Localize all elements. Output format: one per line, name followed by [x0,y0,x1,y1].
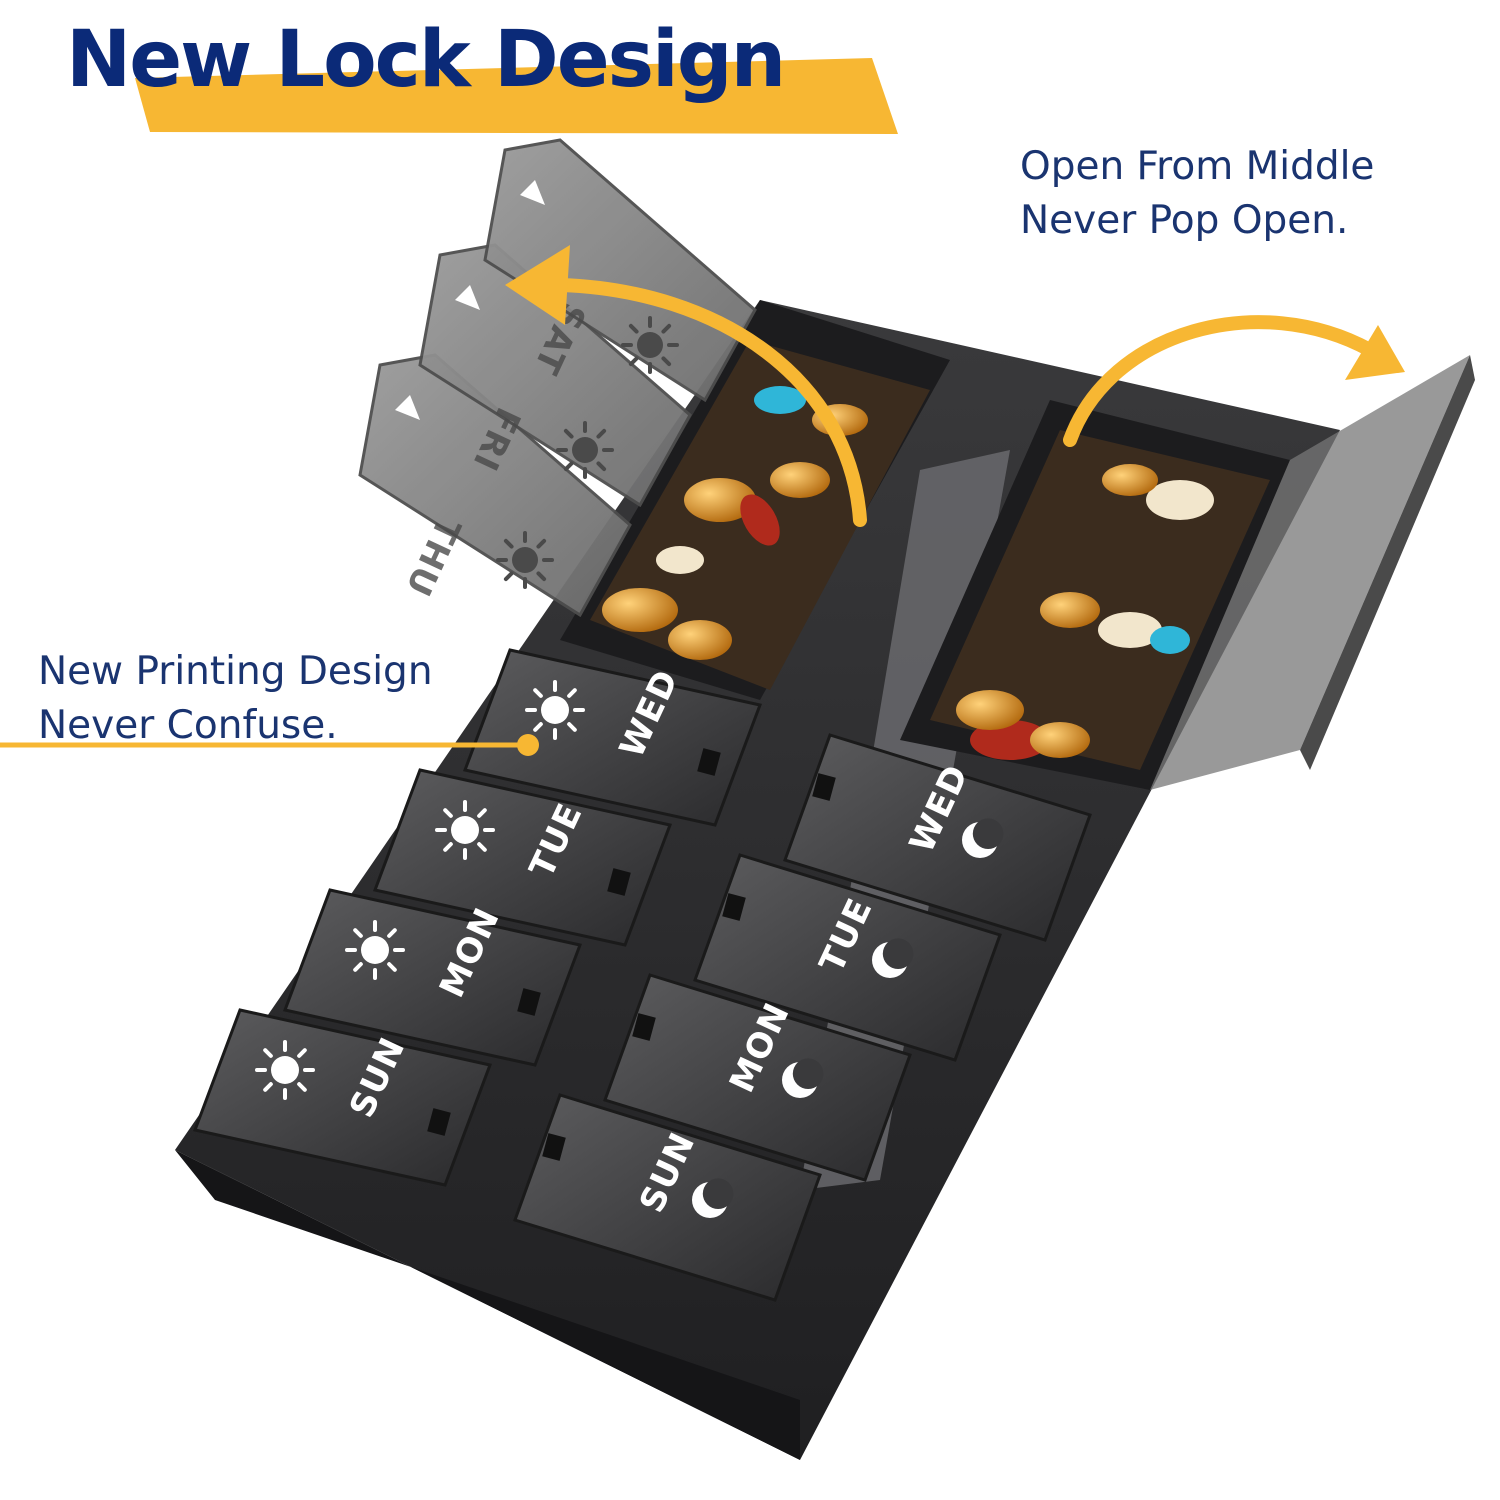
moon-icon [692,1178,734,1218]
lid-right-sun[interactable]: SUN [513,1093,822,1302]
lid-label: THU [397,511,468,602]
sun-icon [621,316,679,374]
lid-left-tue[interactable]: TUE [372,768,673,947]
headline-area: New Lock Design [0,0,1500,160]
moon-icon [872,938,914,978]
right-open-compartments [900,400,1290,790]
headline-highlight-band [135,58,898,134]
callout-open-line-1: Open From Middle [1020,144,1375,189]
lid-right-tue[interactable]: TUE [693,853,1002,1062]
callout-printing-line-2: Never Confuse. [38,703,338,748]
open-arrow-left [505,245,867,527]
callout-printing-design: New Printing Design Never Confuse. [38,645,433,753]
pills-right [956,464,1214,760]
lid-left-mon[interactable]: MON [282,888,583,1067]
lid-right-wed[interactable]: WED [783,733,1092,942]
open-lids-right [1150,355,1475,790]
sun-icon [525,680,585,740]
headline: New Lock Design [66,15,786,105]
moon-icon [962,818,1004,858]
printing-callout-pointer [0,734,539,756]
callout-open-from-middle: Open From Middle Never Pop Open. [1020,140,1374,248]
sun-icon [556,421,614,479]
left-open-compartments [560,300,950,700]
moon-icon [782,1058,824,1098]
callout-printing-line-1: New Printing Design [38,649,433,694]
lid-left-wed[interactable]: WED [462,648,763,827]
pills-left [602,386,868,660]
lid-left-sun[interactable]: SUN [192,1008,493,1187]
sun-icon [496,531,554,589]
sun-icon [435,800,495,860]
open-arrow-right [1063,315,1405,447]
sun-icon [345,920,405,980]
lid-right-mon[interactable]: MON [603,973,912,1182]
sun-icon [255,1040,315,1100]
callout-open-line-2: Never Pop Open. [1020,198,1349,243]
